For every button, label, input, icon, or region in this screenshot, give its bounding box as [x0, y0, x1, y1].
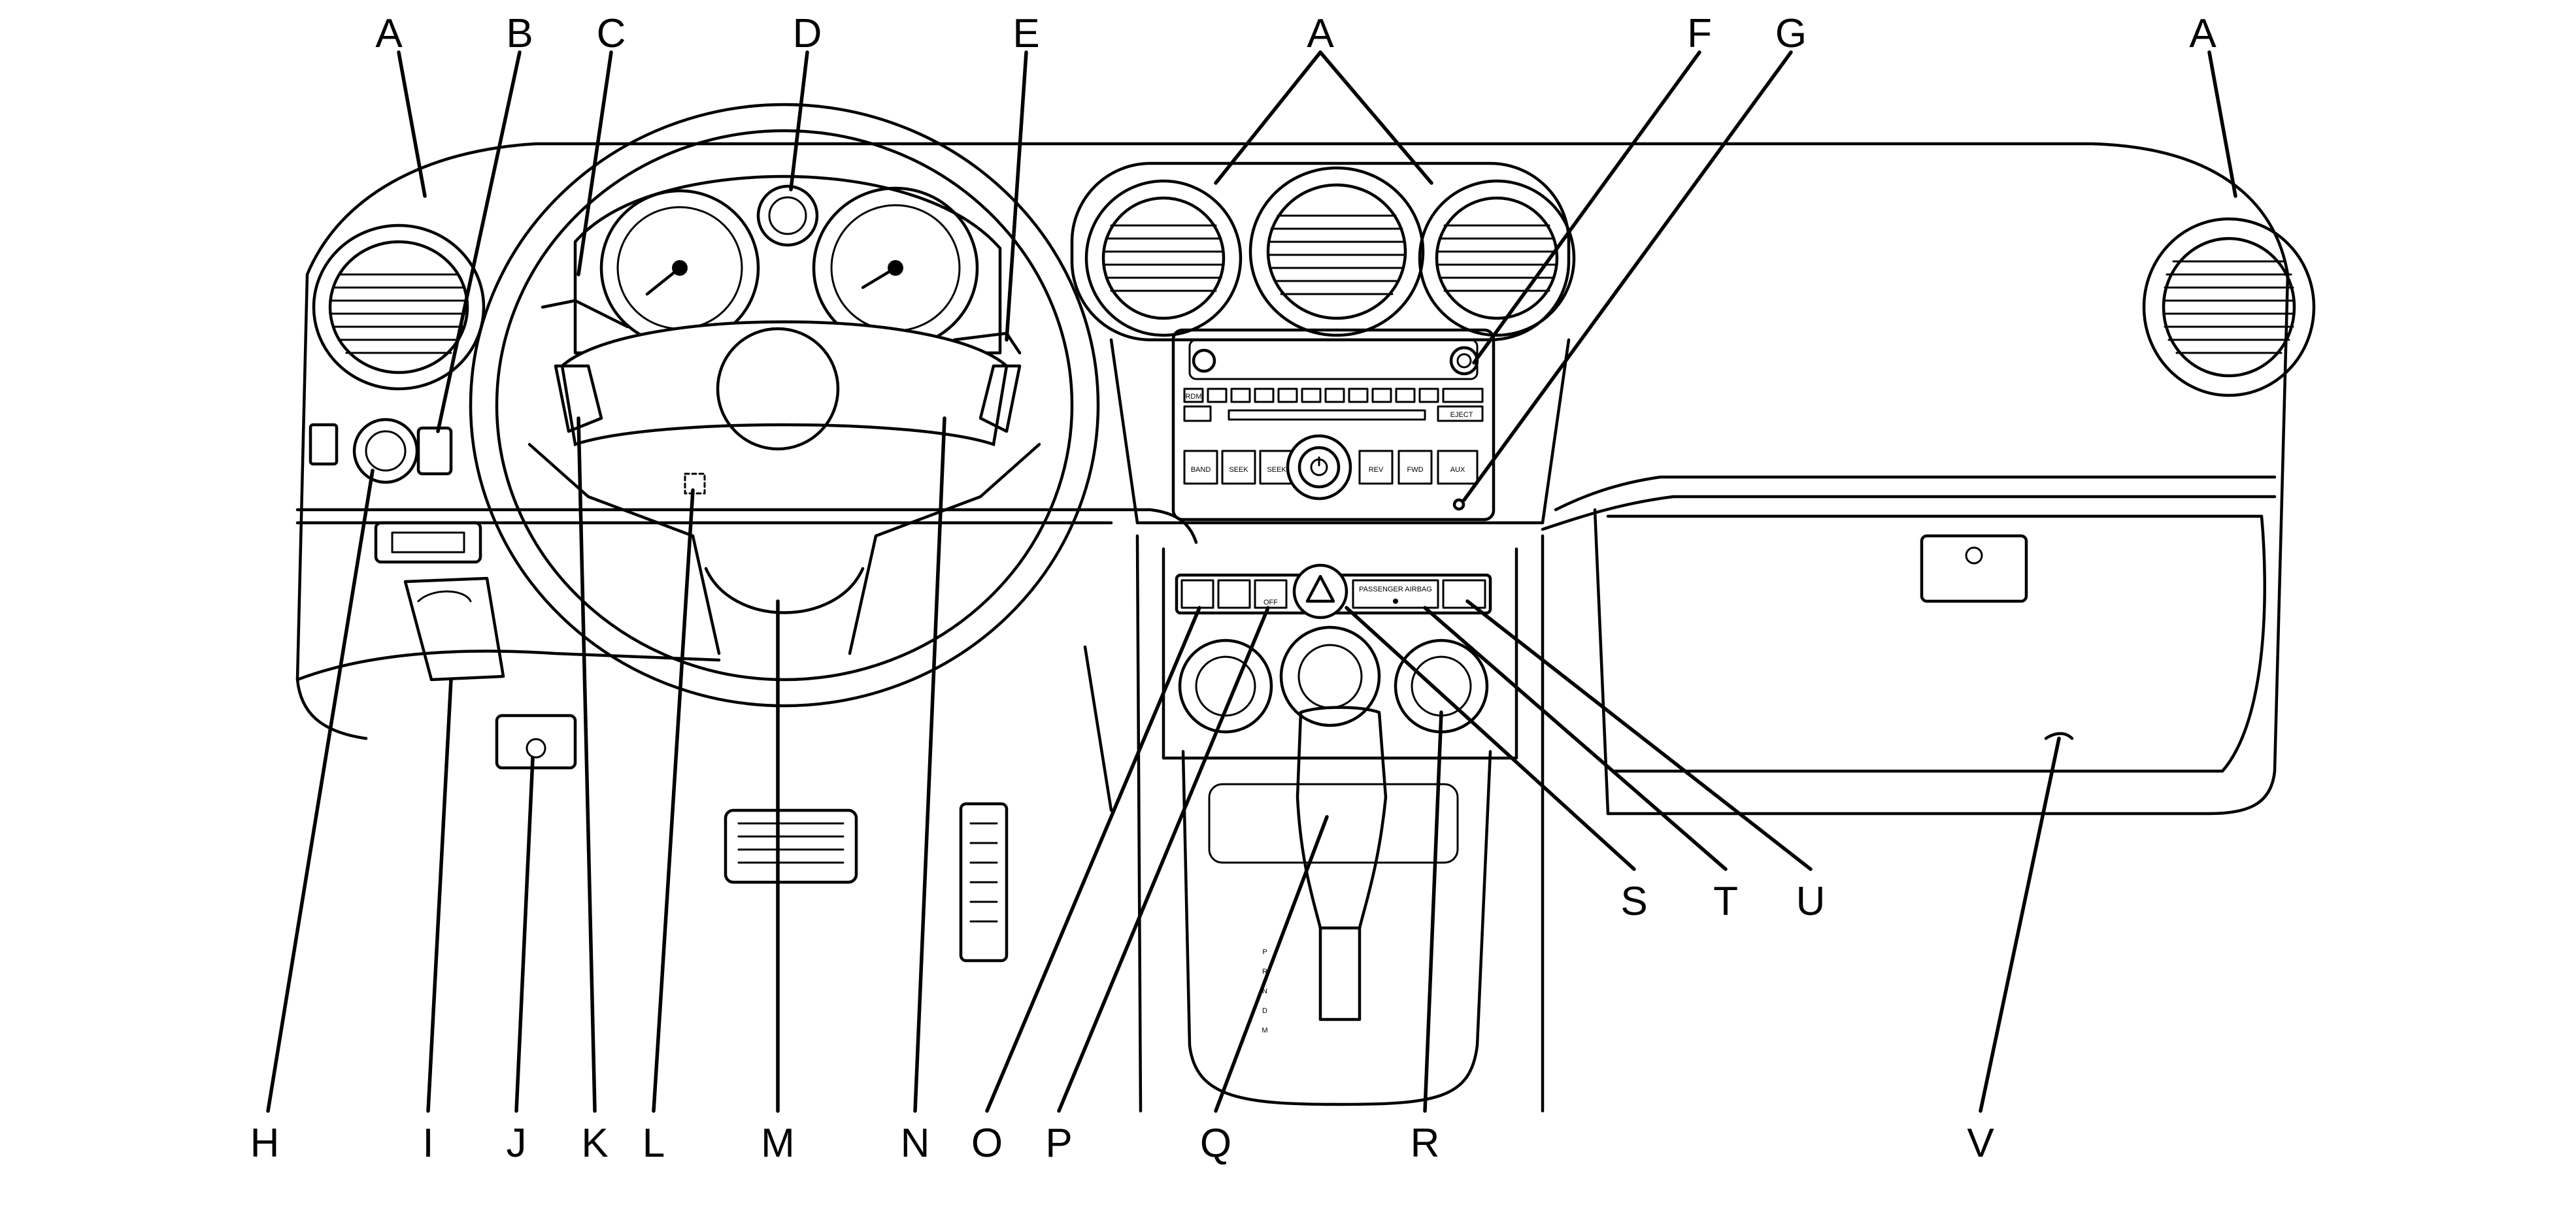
callout-l: L — [643, 1121, 665, 1166]
callout-d: D — [793, 11, 822, 56]
left-switch-pod — [554, 364, 603, 433]
headlamp-switch — [309, 418, 453, 484]
callout-g: G — [1775, 11, 1807, 56]
turn-signal-lever — [541, 299, 629, 329]
radio-rdm-label: RDM — [1185, 393, 1201, 401]
instrument-dimmer — [374, 521, 482, 564]
callout-a-center: A — [1307, 11, 1334, 56]
hazard-button — [1292, 563, 1348, 620]
center-vent-middle — [1248, 166, 1425, 337]
callout-v: V — [1967, 1121, 1994, 1166]
callout-f: F — [1687, 11, 1712, 56]
radio-aux-jack-icon — [1452, 498, 1465, 511]
callout-m: M — [761, 1121, 795, 1166]
callout-q: Q — [1200, 1121, 1231, 1166]
callout-u: U — [1796, 879, 1826, 924]
callout-labels: A B C D E A F G A H I J K L M N O P Q R … — [250, 11, 2217, 1166]
callout-b: B — [506, 11, 533, 56]
gear-d-label: D — [1262, 1007, 1267, 1015]
horn-pad — [716, 327, 840, 451]
steering-wheel — [469, 103, 1100, 708]
callout-c: C — [597, 11, 626, 56]
radio-seek-label: SEEK — [1229, 466, 1248, 474]
callout-i: I — [422, 1121, 433, 1166]
power-knob-small-icon — [1192, 348, 1216, 373]
callout-r: R — [1411, 1121, 1440, 1166]
radio-fwd-label: FWD — [1407, 466, 1423, 474]
accelerator-pedal — [959, 802, 1009, 963]
radio-band-label: BAND — [1191, 466, 1211, 474]
callout-p: P — [1045, 1121, 1072, 1166]
dashboard-body — [295, 142, 2290, 816]
right-air-vent — [2142, 217, 2316, 397]
climate-controls — [1178, 625, 1489, 734]
callout-a-left: A — [375, 11, 403, 56]
glove-box — [1606, 514, 2266, 773]
traction-off-label: OFF — [1263, 599, 1278, 606]
pedals — [724, 802, 1009, 963]
left-air-vent — [312, 223, 486, 391]
callout-j: J — [507, 1121, 527, 1166]
cd-slot — [1228, 409, 1426, 421]
callout-a-right: A — [2189, 11, 2216, 56]
center-vent-right — [1418, 179, 1576, 337]
radio-aux-label: AUX — [1450, 466, 1465, 474]
airbag-marker — [684, 472, 706, 495]
callout-t: T — [1713, 879, 1738, 924]
gear-p-label: P — [1262, 948, 1267, 956]
callout-o: O — [971, 1121, 1003, 1166]
fuel-gauge — [756, 184, 819, 247]
callout-e: E — [1012, 11, 1039, 56]
radio-seek-label-2: SEEK — [1267, 466, 1286, 474]
radio-rev-label: REV — [1369, 466, 1384, 474]
center-vent-left — [1084, 179, 1243, 337]
leader-lines — [266, 50, 2237, 1113]
callout-h: H — [250, 1121, 280, 1166]
callout-n: N — [901, 1121, 930, 1166]
glove-box-latch — [1920, 534, 2028, 603]
center-stack — [1109, 338, 1571, 1113]
gear-r-label: R — [1262, 968, 1267, 976]
switch-strip: OFF PASSENGER AIRBAG — [1175, 563, 1492, 620]
brake-pedal — [724, 808, 858, 884]
hood-release — [403, 576, 505, 682]
hazard-triangle-icon — [1305, 574, 1335, 603]
radio-lower-buttons — [1183, 450, 1479, 485]
radio-eject-label: EJECT — [1450, 411, 1473, 419]
shift-knob — [1296, 706, 1388, 930]
center-air-vents — [1070, 161, 1576, 342]
gear-shifter: P R N D M — [1181, 706, 1492, 1106]
gear-n-label: N — [1262, 987, 1267, 995]
callout-s: S — [1620, 879, 1647, 924]
preset-buttons — [1183, 388, 1484, 422]
temp-knob — [1279, 625, 1381, 727]
fan-knob — [1178, 638, 1273, 734]
gear-m-label: M — [1262, 1027, 1267, 1034]
right-switch-pod — [979, 364, 1022, 433]
callout-k: K — [581, 1121, 608, 1166]
radio-unit: RDM EJECT BAND SEEK SEEK REV FWD AUX — [1171, 328, 1496, 521]
fuel-door-release — [495, 714, 577, 770]
passenger-airbag-label: PASSENGER AIRBAG — [1359, 586, 1432, 593]
